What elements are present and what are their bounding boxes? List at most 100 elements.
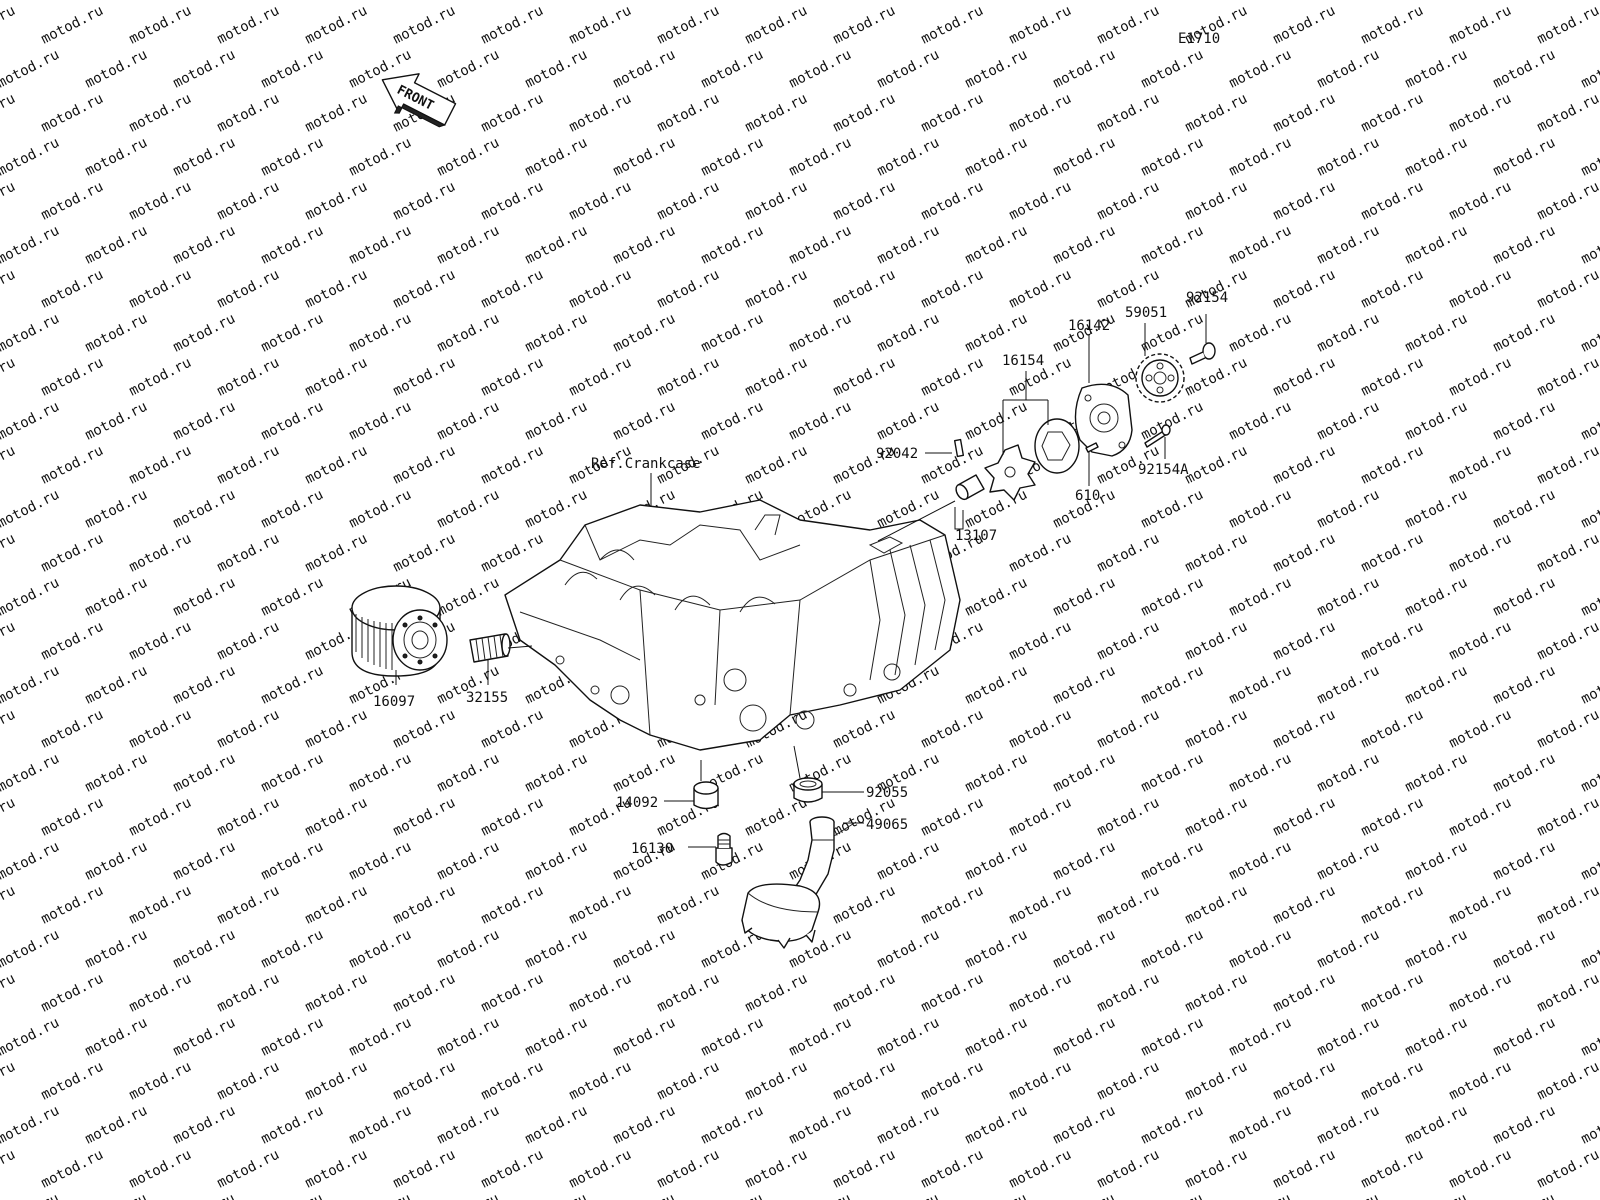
watermark-text: motod.ru: [1051, 0, 1118, 4]
watermark-text: motod.ru: [1227, 399, 1294, 444]
watermark-text: motod.ru: [1491, 135, 1558, 180]
watermark-text: motod.ru: [1403, 135, 1470, 180]
watermark-text: motod.ru: [171, 311, 238, 356]
watermark-text: motod.ru: [1359, 179, 1426, 224]
watermark-text: motod.ru: [831, 971, 898, 1016]
watermark-text: motod.ru: [83, 223, 150, 268]
watermark-text: motod.ru: [523, 839, 590, 884]
watermark-text: motod.ru: [831, 1059, 898, 1104]
watermark-text: motod.ru: [1183, 971, 1250, 1016]
watermark-text: motod.ru: [567, 179, 634, 224]
watermark-text: motod.ru: [919, 91, 986, 136]
watermark-text: motod.ru: [1095, 91, 1162, 136]
watermark-text: motod.ru: [0, 663, 62, 708]
watermark-text: motod.ru: [743, 267, 810, 312]
watermark-text: motod.ru: [875, 1103, 942, 1148]
watermark-text: motod.ru: [1007, 91, 1074, 136]
watermark-text: motod.ru: [1051, 135, 1118, 180]
watermark-text: motod.ru: [1447, 795, 1514, 840]
watermark-text: motod.ru: [875, 311, 942, 356]
watermark-text: motod.ru: [1535, 971, 1600, 1016]
watermark-text: motod.ru: [1447, 355, 1514, 400]
watermark-text: motod.ru: [743, 971, 810, 1016]
watermark-text: motod.ru: [919, 355, 986, 400]
watermark-text: motod.ru: [391, 267, 458, 312]
drawing-code: E1710: [1178, 31, 1220, 47]
watermark-text: motod.ru: [435, 311, 502, 356]
watermark-text: motod.ru: [743, 795, 810, 840]
watermark-text: motod.ru: [1491, 1015, 1558, 1060]
watermark-text: motod.ru: [127, 531, 194, 576]
callout-16097: 16097: [373, 694, 415, 710]
watermark-text: motod.ru: [215, 971, 282, 1016]
watermark-text: motod.ru: [1095, 1147, 1162, 1192]
watermark-text: motod.ru: [919, 971, 986, 1016]
watermark-text: motod.ru: [1447, 707, 1514, 752]
watermark-text: motod.ru: [1535, 531, 1600, 576]
watermark-text: motod.ru: [963, 1191, 1030, 1200]
watermark-text: motod.ru: [435, 839, 502, 884]
watermark-text: motod.ru: [259, 311, 326, 356]
watermark-text: motod.ru: [1315, 487, 1382, 532]
watermark-text: motod.ru: [1007, 267, 1074, 312]
watermark-text: motod.ru: [0, 311, 62, 356]
watermark-text: motod.ru: [0, 179, 18, 224]
watermark-text: motod.ru: [39, 1059, 106, 1104]
watermark-text: motod.ru: [567, 3, 634, 48]
watermark-text: motod.ru: [1579, 399, 1600, 444]
watermark-text: motod.ru: [303, 355, 370, 400]
rotor-set-drawing: [984, 418, 1080, 501]
watermark-text: motod.ru: [611, 1191, 678, 1200]
watermark-text: motod.ru: [655, 971, 722, 1016]
watermark-text: motod.ru: [1095, 179, 1162, 224]
watermark-text: motod.ru: [39, 1147, 106, 1192]
pin-610-drawing: [1085, 442, 1099, 453]
watermark-text: motod.ru: [391, 707, 458, 752]
watermark-text: motod.ru: [875, 0, 942, 4]
watermark-text: motod.ru: [1051, 575, 1118, 620]
watermark-text: motod.ru: [1139, 135, 1206, 180]
callout-16142: 16142: [1068, 318, 1110, 334]
watermark-text: motod.ru: [1271, 883, 1338, 928]
watermark-text: motod.ru: [303, 443, 370, 488]
watermark-text: motod.ru: [699, 399, 766, 444]
watermark-text: motod.ru: [1359, 707, 1426, 752]
watermark-text: motod.ru: [743, 3, 810, 48]
watermark-text: motod.ru: [435, 1191, 502, 1200]
watermark-text: motod.ru: [1271, 91, 1338, 136]
watermark-text: motod.ru: [1579, 1015, 1600, 1060]
watermark-text: motod.ru: [0, 1059, 18, 1104]
watermark-text: motod.ru: [1051, 1191, 1118, 1200]
watermark-text: motod.ru: [919, 3, 986, 48]
watermark-text: motod.ru: [127, 3, 194, 48]
watermark-text: motod.ru: [83, 663, 150, 708]
watermark-text: motod.ru: [83, 575, 150, 620]
watermark-text: motod.ru: [1447, 883, 1514, 928]
watermark-text: motod.ru: [435, 399, 502, 444]
watermark-text: motod.ru: [1139, 1103, 1206, 1148]
watermark-text: motod.ru: [875, 399, 942, 444]
watermark-text: motod.ru: [1095, 3, 1162, 48]
watermark-text: motod.ru: [567, 91, 634, 136]
watermark-text: motod.ru: [0, 487, 62, 532]
watermark-text: motod.ru: [1359, 3, 1426, 48]
watermark-text: motod.ru: [171, 927, 238, 972]
watermark-text: motod.ru: [347, 1103, 414, 1148]
watermark-text: motod.ru: [127, 707, 194, 752]
watermark-text: motod.ru: [1095, 707, 1162, 752]
watermark-text: motod.ru: [303, 795, 370, 840]
watermark-text: motod.ru: [347, 839, 414, 884]
watermark-text: motod.ru: [655, 1059, 722, 1104]
watermark-text: motod.ru: [1491, 751, 1558, 796]
sprocket-drawing: [1135, 353, 1185, 403]
oil-strainer-drawing: [741, 816, 857, 949]
watermark-text: motod.ru: [1403, 927, 1470, 972]
watermark-text: motod.ru: [215, 179, 282, 224]
watermark-text: motod.ru: [0, 971, 18, 1016]
watermark-text: motod.ru: [1447, 1059, 1514, 1104]
watermark-text: motod.ru: [1535, 443, 1600, 488]
watermark-text: motod.ru: [963, 663, 1030, 708]
watermark-text: motod.ru: [259, 751, 326, 796]
watermark-text: motod.ru: [127, 1059, 194, 1104]
watermark-text: motod.ru: [831, 267, 898, 312]
